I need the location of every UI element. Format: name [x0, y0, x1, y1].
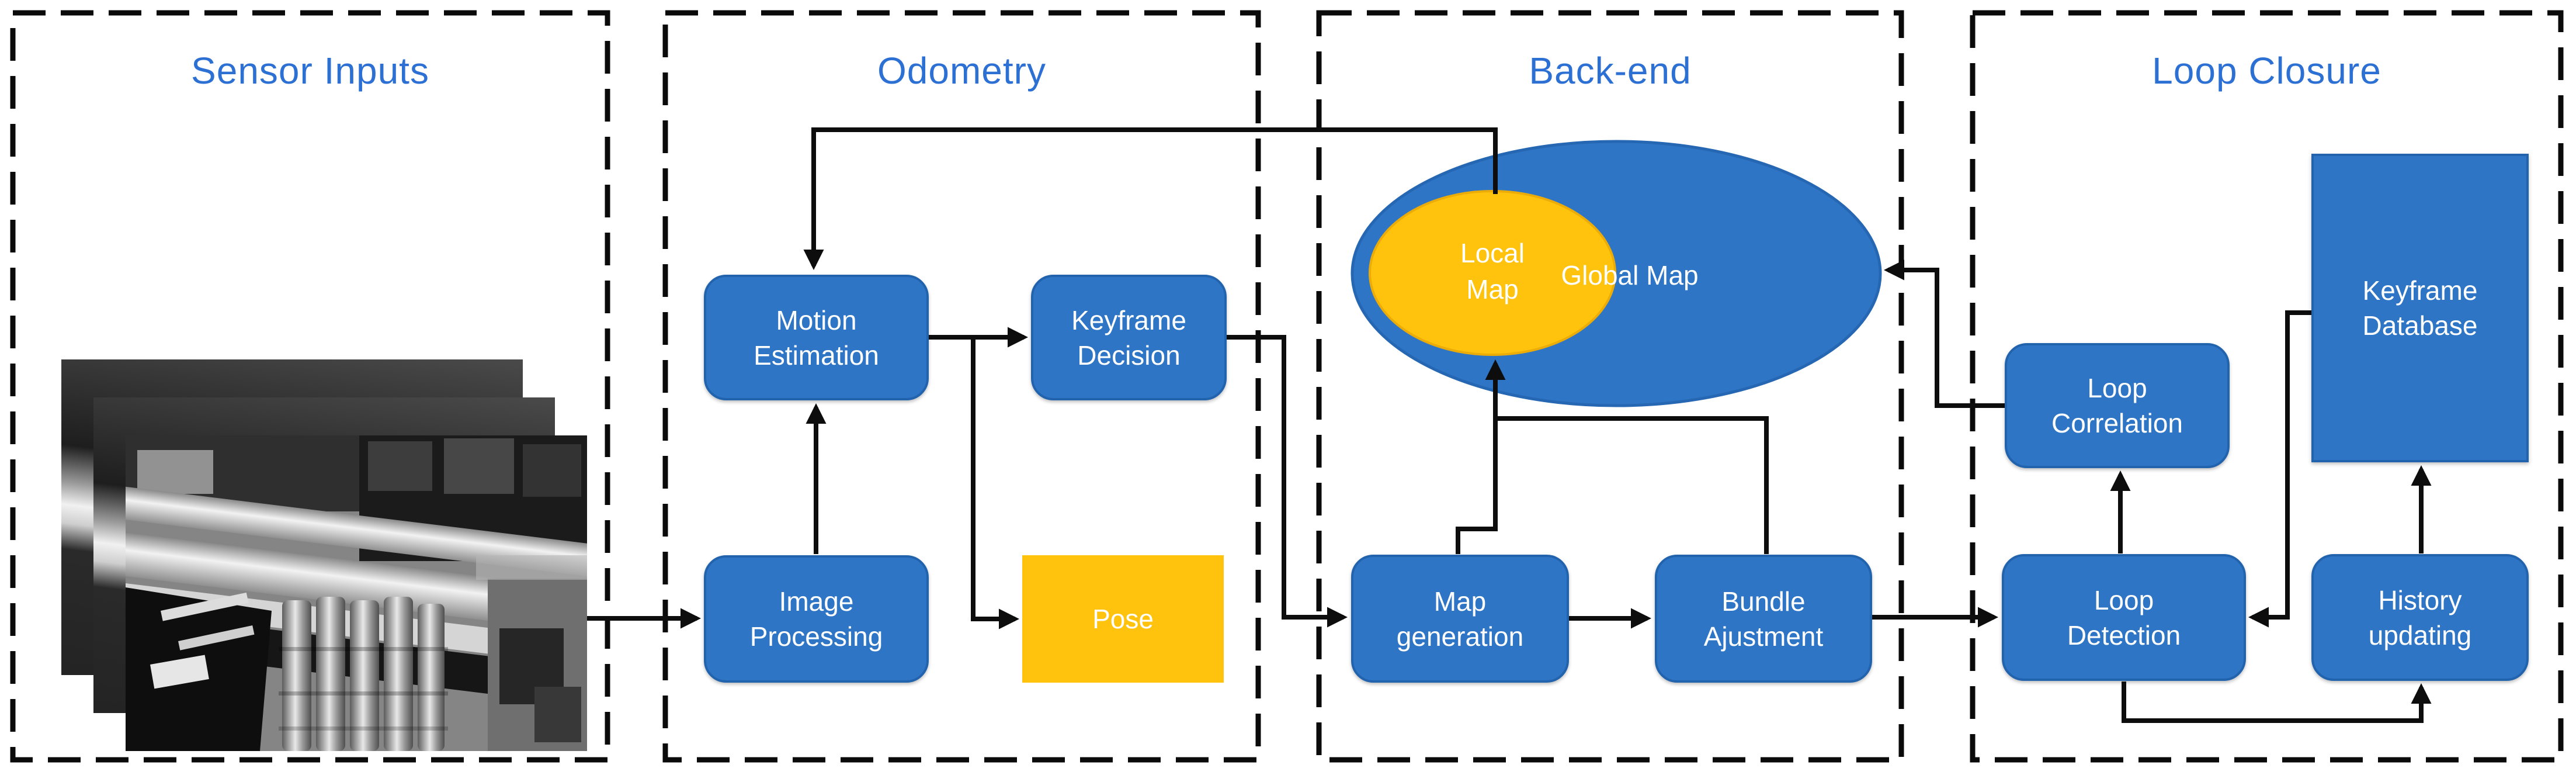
keyframe-decision-label-line2: Decision — [1077, 340, 1181, 371]
map-generation-node: Map generation — [1351, 555, 1569, 683]
arrow-keyframe-database-to-loop-detection — [2248, 310, 2311, 628]
history-updating-node: History updating — [2311, 554, 2529, 681]
arrow-motion-estimation-to-pose — [971, 337, 1020, 629]
pose-node: Pose — [1022, 555, 1224, 683]
sensor-inputs-title: Sensor Inputs — [191, 50, 429, 92]
loop-detection-label-line2: Detection — [2067, 620, 2181, 651]
arrow-loop-correlation-to-global-map — [1883, 260, 2005, 408]
local-map-label-line1: Local — [1460, 238, 1525, 268]
local-map-ellipse — [1369, 190, 1616, 356]
local-map-label: Local Map — [1405, 235, 1580, 307]
motion-estimation-node: Motion Estimation — [704, 275, 929, 400]
loop-correlation-label-line2: Correlation — [2051, 408, 2183, 438]
sensor-inputs-border — [10, 10, 610, 763]
loop-correlation-node: Loop Correlation — [2005, 343, 2230, 468]
industrial-scene-graphic — [126, 435, 587, 751]
arrow-local-map-to-motion-estimation — [803, 127, 1498, 271]
section-borders — [10, 10, 2564, 763]
map-generation-label-line2: generation — [1396, 621, 1524, 652]
bundle-ajustment-node: Bundle Ajustment — [1655, 555, 1872, 683]
history-updating-label-line2: updating — [2368, 620, 2472, 651]
image-processing-label-line2: Processing — [749, 621, 883, 652]
keyframe-decision-label-line1: Keyframe — [1071, 305, 1186, 335]
image-processing-label-line1: Image — [779, 586, 854, 617]
keyframe-database-label-line2: Database — [2362, 310, 2478, 341]
connector-arrows — [587, 127, 2432, 723]
loop-detection-label-line1: Loop — [2094, 584, 2154, 615]
odometry-title: Odometry — [877, 50, 1046, 92]
map-generation-label-line1: Map — [1433, 586, 1487, 617]
loop-correlation-label-line1: Loop — [2087, 373, 2147, 403]
arrow-loop-detection-to-history-updating — [2122, 681, 2432, 723]
camera-frame-front-image — [126, 435, 587, 751]
keyframe-database-label-line1: Keyframe — [2362, 275, 2478, 306]
bundle-ajustment-label-line1: Bundle — [1721, 586, 1806, 617]
local-map-label-line2: Map — [1466, 274, 1519, 305]
arrow-map-generation-to-local-map — [1456, 359, 1506, 554]
loop-closure-border — [1970, 10, 2564, 763]
arrow-keyframe-decision-to-map-generation — [1227, 335, 1348, 628]
keyframe-decision-node: Keyframe Decision — [1031, 275, 1227, 400]
motion-estimation-label-line2: Estimation — [754, 340, 879, 371]
line-bundle-ajustment-to-local-map-join — [1498, 416, 1769, 554]
keyframe-database-node: Keyframe Database — [2311, 154, 2529, 462]
back-end-title: Back-end — [1529, 50, 1692, 92]
motion-estimation-label-line1: Motion — [776, 305, 857, 335]
odometry-border — [662, 10, 1261, 763]
global-map-label: Global Map — [1561, 260, 1699, 290]
image-processing-node: Image Processing — [704, 555, 929, 683]
back-end-border — [1316, 10, 1904, 763]
loop-closure-title: Loop Closure — [2152, 50, 2381, 92]
bundle-ajustment-label-line2: Ajustment — [1703, 621, 1824, 652]
history-updating-label-line1: History — [2378, 584, 2462, 615]
pose-label: Pose — [1092, 604, 1154, 634]
loop-detection-node: Loop Detection — [2002, 554, 2246, 681]
